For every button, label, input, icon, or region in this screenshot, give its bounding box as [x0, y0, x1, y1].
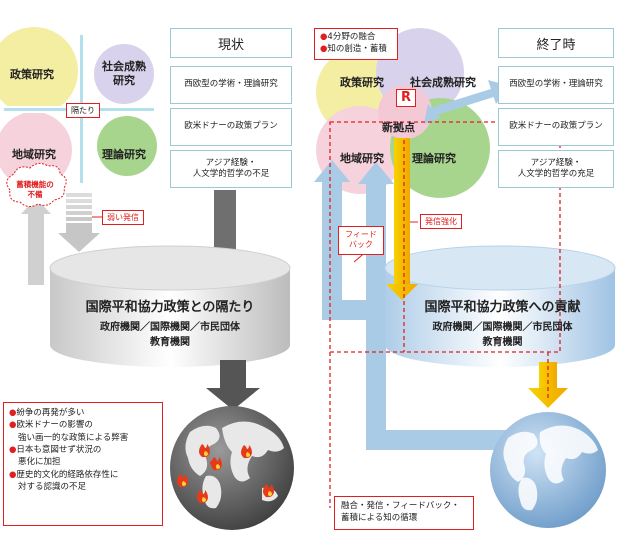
left-box-western-theory: 西欧型の学術・理論研究 — [170, 66, 292, 104]
problem-item-continued: 強い画一的な政策による弊害 — [18, 432, 129, 443]
left-box-asian-experience: アジア経験・ 人文学的哲学の不足 — [170, 150, 292, 188]
left-cylinder-to-globe-arrow — [206, 360, 260, 410]
right-theory-label: 理論研究 — [412, 152, 456, 165]
right-box-asian-experience: アジア経験・ 人文学的哲学の充足 — [498, 150, 614, 188]
left-box-donor-plan: 欧米ドナーの政策プラン — [170, 108, 292, 146]
accumulation-cloud — [6, 162, 67, 208]
right-cylinder — [384, 245, 616, 367]
left-header: 現状 — [170, 28, 292, 58]
left-down-fade-arrow — [58, 193, 100, 252]
fire-icons — [177, 444, 274, 504]
fire-icon — [199, 444, 210, 458]
knowledge-cycle-path — [329, 121, 561, 508]
right-policy-label: 政策研究 — [340, 76, 384, 89]
left-policy-label: 政策研究 — [10, 68, 54, 81]
left-theory-label: 理論研究 — [102, 148, 146, 161]
left-social-circle — [94, 44, 154, 104]
right-blue-arrows — [314, 80, 514, 450]
left-theory-circle — [97, 116, 157, 176]
right-cylinder-sub2: 教育機関 — [482, 337, 523, 348]
problem-item-continued: 対する認識の不足 — [18, 481, 87, 492]
knowledge-cycle-note: 融合・発信・フィードバック・ 蓄積による知の循環 — [334, 496, 474, 530]
left-social-label: 社会成熟 研究 — [102, 60, 146, 88]
problem-item: ●日本も意図せず状況の — [9, 444, 102, 455]
accumulation-cloud-text: 蓄積機能の 不備 — [16, 180, 54, 199]
problem-item: ●紛争の再発が多い — [9, 408, 85, 418]
right-cylinder-sub1: 政府機関／国際機関／市民団体 — [432, 322, 573, 333]
left-globe — [170, 406, 294, 530]
right-box-western-theory: 西欧型の学術・理論研究 — [498, 66, 614, 104]
dissemination-tag: 発信強化 — [420, 214, 462, 229]
left-cylinder-sub1: 政府機関／国際機関／市民団体 — [100, 322, 240, 333]
hub-logo-icon: R — [396, 89, 416, 107]
gap-label: 隔たり — [66, 103, 100, 118]
fire-icon — [263, 484, 274, 498]
problem-item: ●欧米ドナーの影響の — [9, 420, 93, 431]
right-globe — [490, 412, 606, 528]
feedback-tag: フィード バック — [338, 226, 384, 255]
right-header: 終了時 — [498, 28, 614, 58]
hub-label: 新拠点 — [382, 121, 415, 134]
left-regional-label: 地域研究 — [12, 148, 56, 161]
problems-box: ●紛争の再発が多い ●欧米ドナーの影響の 強い画一的な政策による弊害 ●日本も意… — [3, 402, 163, 526]
dissemination-arrows — [386, 138, 568, 408]
problem-item: ●歴史的文化的経路依存性に — [9, 469, 119, 480]
left-cylinder-sub2: 教育機関 — [150, 337, 190, 348]
fire-icon — [211, 457, 222, 471]
left-up-arrow — [21, 198, 51, 285]
right-cylinder-title: 国際平和協力政策への貢献 — [424, 300, 581, 315]
weak-signal-tag: 弱い発信 — [102, 210, 144, 225]
fusion-box: ●4分野の融合 ●知の創造・蓄積 — [314, 28, 398, 60]
right-regional-label: 地域研究 — [340, 152, 384, 165]
hub-circle — [378, 85, 432, 139]
left-policy-circle — [0, 27, 78, 115]
left-cylinder — [49, 245, 291, 367]
right-box-donor-plan: 欧米ドナーの政策プラン — [498, 108, 614, 146]
right-social-label: 社会成熟研究 — [410, 76, 476, 89]
fire-icon — [177, 474, 188, 488]
problem-item-continued: 悪化に加担 — [18, 457, 61, 468]
fire-icon — [241, 445, 252, 459]
fire-icon — [197, 490, 208, 504]
left-cylinder-title: 国際平和協力政策との隔たり — [85, 300, 255, 315]
